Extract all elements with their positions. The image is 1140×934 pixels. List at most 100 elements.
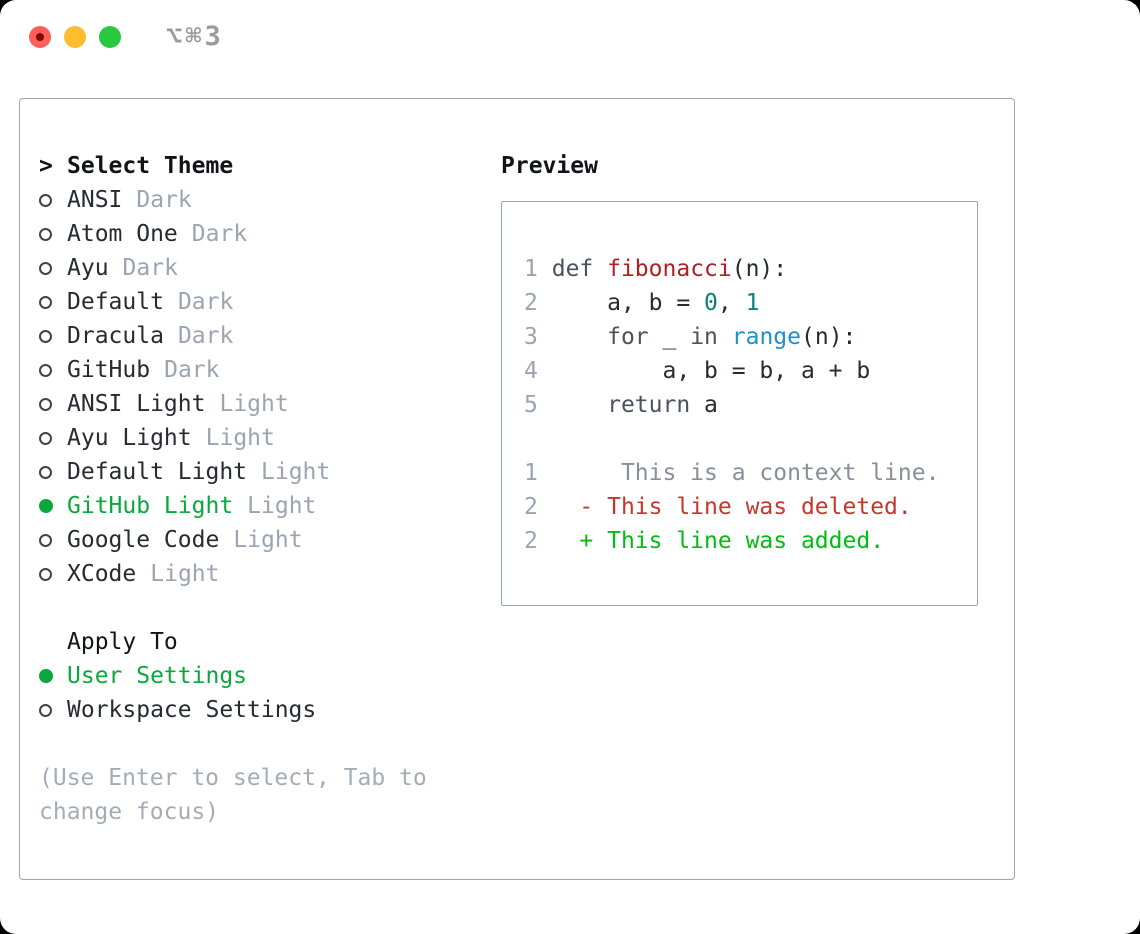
radio-unselected-icon — [39, 363, 52, 377]
code-token: def — [551, 256, 608, 282]
line-number: 1 — [524, 256, 538, 282]
preview-line: 1 def fibonacci(n): — [524, 252, 965, 286]
theme-variant-tag: Dark — [177, 323, 234, 349]
code-token — [538, 392, 607, 418]
radio-unselected-icon — [39, 703, 52, 717]
radio-unselected-icon — [39, 533, 52, 547]
code-token: for — [607, 324, 663, 350]
theme-variant-tag: Light — [233, 527, 303, 553]
preview-line: 2 - This line was deleted. — [524, 490, 965, 524]
radio-marker-box — [39, 261, 67, 275]
theme-option[interactable]: Dracula Dark — [39, 319, 481, 353]
radio-unselected-icon — [39, 227, 52, 241]
theme-option[interactable]: ANSI Light Light — [39, 387, 481, 421]
code-token: return — [607, 392, 705, 418]
radio-unselected-icon — [39, 261, 52, 275]
radio-unselected-icon — [39, 295, 52, 309]
radio-marker-box — [39, 533, 67, 547]
apply-to-label: Workspace Settings — [67, 697, 317, 723]
line-number: 3 — [524, 324, 538, 350]
line-number: 5 — [524, 392, 538, 418]
radio-marker-box — [39, 397, 67, 411]
theme-name: Dracula — [67, 323, 164, 349]
preview-line: 2 a, b = 0, 1 — [524, 286, 965, 320]
code-token: This is a context line. — [537, 460, 940, 486]
radio-unselected-icon — [39, 465, 52, 479]
theme-name: Default — [67, 289, 164, 315]
code-token: in — [690, 324, 732, 350]
theme-variant-tag: Light — [150, 561, 220, 587]
keyboard-hint: (Use Enter to select, Tab to change focu… — [39, 765, 427, 825]
line-number: 2 — [524, 494, 538, 520]
theme-variant-tag: Dark — [177, 289, 234, 315]
apply-to-option[interactable]: User Settings — [39, 659, 481, 693]
radio-marker-box — [39, 465, 67, 479]
radio-unselected-icon — [39, 397, 52, 411]
zoom-button-icon[interactable] — [99, 26, 121, 48]
preview-line: 5 return a — [524, 388, 965, 422]
close-button-icon[interactable] — [29, 26, 51, 48]
radio-marker-box — [39, 329, 67, 343]
theme-variant-tag: Dark — [122, 255, 178, 281]
code-token: range — [731, 324, 801, 350]
code-token: _ — [662, 324, 691, 350]
radio-unselected-icon — [39, 431, 52, 445]
radio-marker-box — [39, 703, 67, 717]
theme-option[interactable]: Ayu Light Light — [39, 421, 481, 455]
line-number: 4 — [524, 358, 538, 384]
radio-unselected-icon — [39, 567, 52, 581]
preview-line: 4 a, b = b, a + b — [524, 354, 965, 388]
radio-marker-box — [39, 193, 67, 207]
radio-marker-box — [39, 295, 67, 309]
apply-to-option[interactable]: Workspace Settings — [39, 693, 481, 727]
select-theme-heading: Select Theme — [67, 153, 234, 179]
code-token — [538, 494, 580, 520]
theme-variant-tag: Light — [205, 425, 275, 451]
preview-line: 3 for _ in range(n): — [524, 320, 965, 354]
radio-marker-box — [39, 669, 67, 683]
apply-to-label: User Settings — [67, 663, 248, 689]
select-theme-heading-row: > Select Theme — [39, 149, 481, 183]
close-dot-icon — [36, 33, 44, 41]
radio-unselected-icon — [39, 329, 52, 343]
theme-option[interactable]: GitHub Light Light — [39, 489, 481, 523]
theme-variant-tag: Dark — [191, 221, 248, 247]
line-number: 2 — [524, 290, 538, 316]
theme-variant-tag: Light — [247, 493, 317, 519]
theme-name: Ayu Light — [67, 425, 192, 451]
code-token: a — [704, 392, 718, 418]
theme-name: Atom One — [67, 221, 178, 247]
radio-selected-icon — [39, 499, 53, 513]
minimize-button-icon[interactable] — [64, 26, 86, 48]
theme-option[interactable]: Default Dark — [39, 285, 481, 319]
prompt-caret-icon: > — [39, 153, 53, 179]
theme-name: GitHub Light — [67, 493, 234, 519]
theme-name: ANSI Light — [67, 391, 206, 417]
code-token — [538, 324, 607, 350]
preview-column: Preview 1 def fibonacci(n):2 a, b = 0, 1… — [501, 149, 978, 606]
spacer — [39, 591, 481, 625]
theme-variant-tag: Light — [219, 391, 289, 417]
theme-variant-tag: Dark — [164, 357, 220, 383]
radio-marker-box — [39, 499, 67, 513]
code-token: , — [717, 290, 746, 316]
traffic-lights — [29, 26, 121, 48]
theme-variant-tag: Light — [261, 459, 331, 485]
line-number: 1 — [524, 460, 538, 486]
code-token — [538, 256, 552, 282]
apply-to-heading-row: Apply To — [39, 625, 481, 659]
theme-option[interactable]: Atom One Dark — [39, 217, 481, 251]
code-token: fibonacci — [607, 256, 732, 282]
preview-blank-line — [524, 422, 965, 456]
code-token: 0 — [704, 290, 718, 316]
